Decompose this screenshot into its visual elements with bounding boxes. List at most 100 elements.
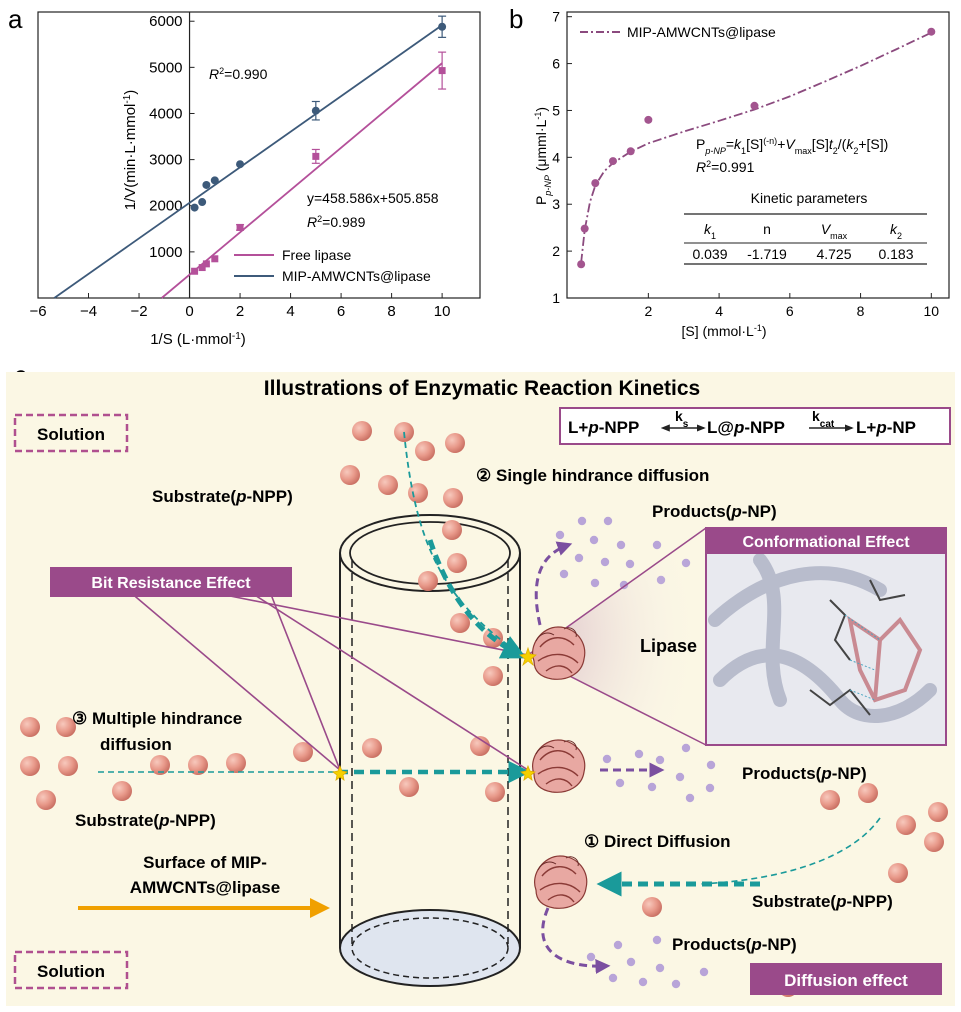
conformational-zoom: Conformational Effect [705, 527, 947, 746]
r2-mip: R2=0.990 [209, 66, 268, 82]
substrate-sphere [20, 717, 40, 737]
reaction-product: L+p-NP [856, 418, 916, 437]
x-tick-label-b: 10 [924, 303, 940, 319]
y-axis-label-b: Pp-NP (μmml·L-1) [533, 107, 553, 205]
y-tick-label-b: 2 [552, 243, 560, 259]
impact-star [520, 764, 536, 781]
x-tick-label-a: 0 [185, 303, 193, 320]
x-tick-label-a: 4 [286, 303, 294, 320]
y-tick-label-b: 6 [552, 56, 560, 72]
product-dot [602, 754, 612, 764]
data-point-mip [210, 176, 219, 185]
rate-ks: ks [675, 408, 689, 430]
illustration-title: Illustrations of Enzymatic Reaction Kine… [264, 377, 700, 400]
y-tick-label-a: 2000 [149, 198, 182, 215]
x-tick-label-a: 2 [236, 303, 244, 320]
legend-label-b: MIP-AMWCNTs@lipase [627, 24, 776, 40]
product-dot [600, 557, 610, 567]
substrate-label-left: Substrate(p-NPP) [75, 811, 216, 830]
zoom-cone [528, 528, 706, 745]
products-label-mid: Products(p-NP) [742, 764, 867, 783]
legend-label-free: Free lipase [282, 247, 351, 263]
product-dot [655, 755, 665, 765]
product-dot [559, 569, 569, 579]
substrate-sphere [20, 756, 40, 776]
bit-resistance-label: Bit Resistance Effect [91, 575, 251, 592]
y-axis-label-a: 1/V(min·L·mmol-1) [122, 90, 140, 211]
y-tick-label-a: 4000 [149, 105, 182, 122]
substrate-sphere [58, 756, 78, 776]
product-dot [681, 743, 691, 753]
x-tick-label-b: 4 [715, 303, 723, 319]
lipase-enzyme [532, 626, 586, 680]
x-tick-label-b: 2 [644, 303, 652, 319]
product-dot [685, 793, 695, 803]
enzyme-loops [537, 856, 579, 871]
fit-lines-a [53, 24, 443, 299]
multiple-hindrance-label: ③ Multiple hindrance [72, 709, 242, 728]
product-release-arrow-bottom [541, 907, 611, 974]
data-point-b [577, 260, 586, 269]
substrate-sphere [450, 613, 470, 633]
table-value-k1: 0.039 [692, 246, 727, 262]
panel-label-a: a [8, 4, 23, 34]
substrate-sphere [642, 897, 662, 917]
substrate-sphere [470, 736, 490, 756]
solution-label-bottom: Solution [37, 962, 105, 981]
plot-frame-a [37, 11, 481, 299]
r2-free: R2=0.989 [307, 214, 366, 230]
x-tick-label-b: 6 [786, 303, 794, 319]
substrate-sphere [408, 483, 428, 503]
data-point-b [927, 27, 936, 36]
substrate-sphere [928, 802, 948, 822]
substrate-sphere [418, 571, 438, 591]
substrate-sphere [485, 782, 505, 802]
product-dot [706, 760, 716, 770]
substrate-sphere [112, 781, 132, 801]
single-path-arrow [427, 539, 527, 659]
product-dots [555, 516, 716, 989]
hydrogen-bonds [844, 614, 881, 701]
r2-b: R2=0.991 [696, 159, 755, 175]
cylinder-base-inner [351, 917, 509, 979]
substrate-sphere [399, 777, 419, 797]
data-point-free [198, 264, 206, 272]
product-dot [625, 559, 635, 569]
substrate-spheres [20, 421, 948, 997]
reaction-reactant: L+p-NPP [568, 418, 639, 437]
substrate-sphere [188, 755, 208, 775]
substrate-sphere [226, 753, 246, 773]
product-dot [652, 540, 662, 550]
table-value-k2: 0.183 [878, 246, 913, 262]
substrate-sphere [293, 742, 313, 762]
product-dot [590, 578, 600, 588]
lipase-enzyme [534, 855, 588, 909]
data-point-free [438, 67, 446, 75]
resistance-line [129, 591, 341, 771]
substrate-label-right: Substrate(p-NPP) [752, 892, 893, 911]
data-point-mip [198, 198, 207, 207]
multiple-hindrance-label-2: diffusion [100, 735, 172, 754]
ribbon-strand [753, 553, 787, 707]
x-axis-label-b: [S] (mmol·L-1) [681, 323, 766, 339]
data-point-free [312, 152, 320, 160]
direct-diffusion-label: ① Direct Diffusion [584, 832, 731, 851]
enzyme-loops [535, 627, 577, 642]
fit-curve-b [580, 31, 932, 263]
fit-line-free [161, 62, 443, 299]
products-label-bottom: Products(p-NP) [672, 935, 797, 954]
product-dot [626, 957, 636, 967]
substrate-sphere [415, 441, 435, 461]
surface-label-2: AMWCNTs@lipase [130, 878, 280, 897]
reaction-box [559, 407, 951, 445]
enzyme-body [532, 626, 586, 680]
substrate-sphere [858, 783, 878, 803]
y-tick-label-b: 4 [552, 149, 560, 165]
enzyme-loops [535, 740, 577, 755]
product-dot [675, 772, 685, 782]
solution-label-top: Solution [37, 425, 105, 444]
surface-label-1: Surface of MIP- [143, 853, 267, 872]
product-dot [655, 963, 665, 973]
data-point-free [236, 223, 244, 231]
table-value-vmax: 4.725 [816, 246, 851, 262]
